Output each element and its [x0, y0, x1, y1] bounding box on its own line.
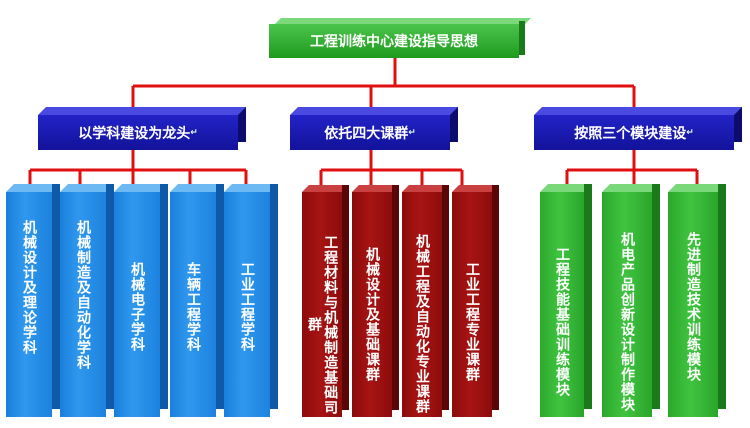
pillar-label: 机电产品创新设计制作模块 [619, 232, 636, 412]
pillar-label: 先进制造技术训练模块 [685, 232, 702, 382]
return-mark: ↵ [686, 127, 694, 138]
branch-node-discipline: 以学科建设为龙头↵ [38, 107, 246, 150]
course-group-pillar-3: 机械工程及自动化专业课群 [402, 185, 449, 417]
module-pillar-3: 先进制造技术训练模块 [668, 184, 726, 417]
branch-node-course-groups: 依托四大课群↵ [290, 107, 458, 150]
branch-label-discipline: 以学科建设为龙头 [78, 125, 191, 142]
discipline-pillar-4: 车辆工程学科 [170, 184, 224, 417]
branch-label-modules: 按照三个模块建设 [574, 125, 687, 142]
module-pillar-2: 机电产品创新设计制作模块 [602, 184, 660, 417]
root-label: 工程训练中心建设指导思想 [310, 34, 478, 50]
pillar-label: 机械设计及理论学科 [21, 220, 38, 355]
discipline-pillar-3: 机械电子学科 [114, 184, 168, 417]
discipline-pillar-5: 工业工程学科 [224, 184, 278, 417]
pillar-label: 工业工程学科 [239, 262, 256, 352]
course-group-pillar-1: 工程材料与机械制造基础司群 [302, 185, 349, 417]
pillar-label: 工程材料与机械制造基础司群 [306, 234, 339, 415]
branch-node-modules: 按照三个模块建设↵ [534, 107, 742, 150]
pillar-label: 机械电子学科 [129, 262, 146, 352]
root-node: 工程训练中心建设指导思想 [269, 18, 531, 58]
pillar-label: 工程技能基础训练模块 [554, 247, 571, 397]
branch-label-course-groups: 依托四大课群 [324, 125, 409, 142]
module-pillar-1: 工程技能基础训练模块 [540, 184, 592, 417]
discipline-pillar-1: 机械设计及理论学科 [6, 184, 60, 417]
return-mark: ↵ [190, 127, 198, 138]
pillar-label: 机械设计及基础课群 [364, 247, 381, 382]
discipline-pillar-2: 机械制造及自动化学科 [60, 184, 114, 417]
course-group-pillar-2: 机械设计及基础课群 [352, 185, 399, 417]
pillar-label: 机械制造及自动化学科 [75, 220, 92, 370]
course-group-pillar-4: 工业工程专业课群 [452, 185, 499, 417]
return-mark: ↵ [408, 127, 416, 138]
pillar-label: 车辆工程学科 [185, 262, 202, 352]
pillar-label: 工业工程专业课群 [464, 262, 481, 382]
pillar-label: 机械工程及自动化专业课群 [414, 234, 431, 414]
